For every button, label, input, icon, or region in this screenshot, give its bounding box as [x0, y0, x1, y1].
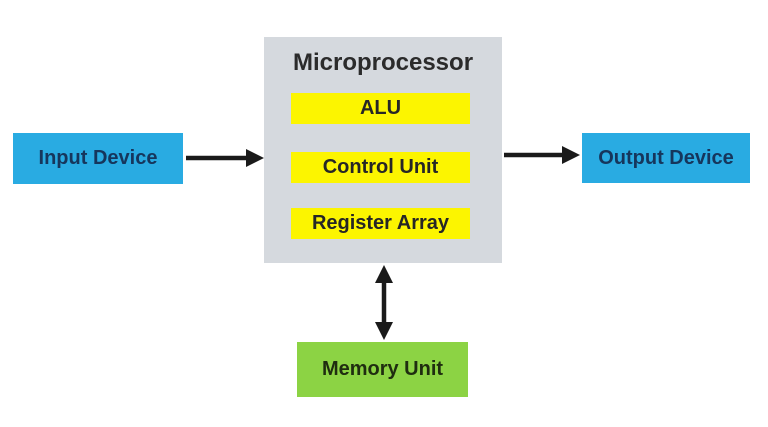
- control-unit-box: Control Unit: [291, 152, 470, 183]
- arrow-input-to-processor: [186, 149, 264, 167]
- memory-unit-box: Memory Unit: [297, 342, 468, 397]
- control-unit-label: Control Unit: [322, 156, 439, 178]
- register-array-label: Register Array: [311, 212, 450, 234]
- memory-unit-label: Memory Unit: [321, 358, 444, 380]
- input-device-box: Input Device: [13, 133, 183, 184]
- arrowhead-up-icon: [375, 265, 393, 283]
- register-array-box: Register Array: [291, 208, 470, 239]
- arrow-processor-to-output: [504, 146, 580, 164]
- alu-box: ALU: [291, 93, 470, 124]
- alu-label: ALU: [359, 97, 402, 119]
- output-device-box: Output Device: [582, 133, 750, 183]
- arrowhead-right-icon: [562, 146, 580, 164]
- microprocessor-box: Microprocessor ALU Control Unit Register…: [264, 37, 502, 263]
- output-device-label: Output Device: [598, 146, 734, 169]
- arrowhead-right-icon: [246, 149, 264, 167]
- arrow-processor-memory-bidirectional: [375, 265, 393, 340]
- input-device-label: Input Device: [38, 147, 158, 169]
- microprocessor-title: Microprocessor: [292, 49, 474, 76]
- arrowhead-down-icon: [375, 322, 393, 340]
